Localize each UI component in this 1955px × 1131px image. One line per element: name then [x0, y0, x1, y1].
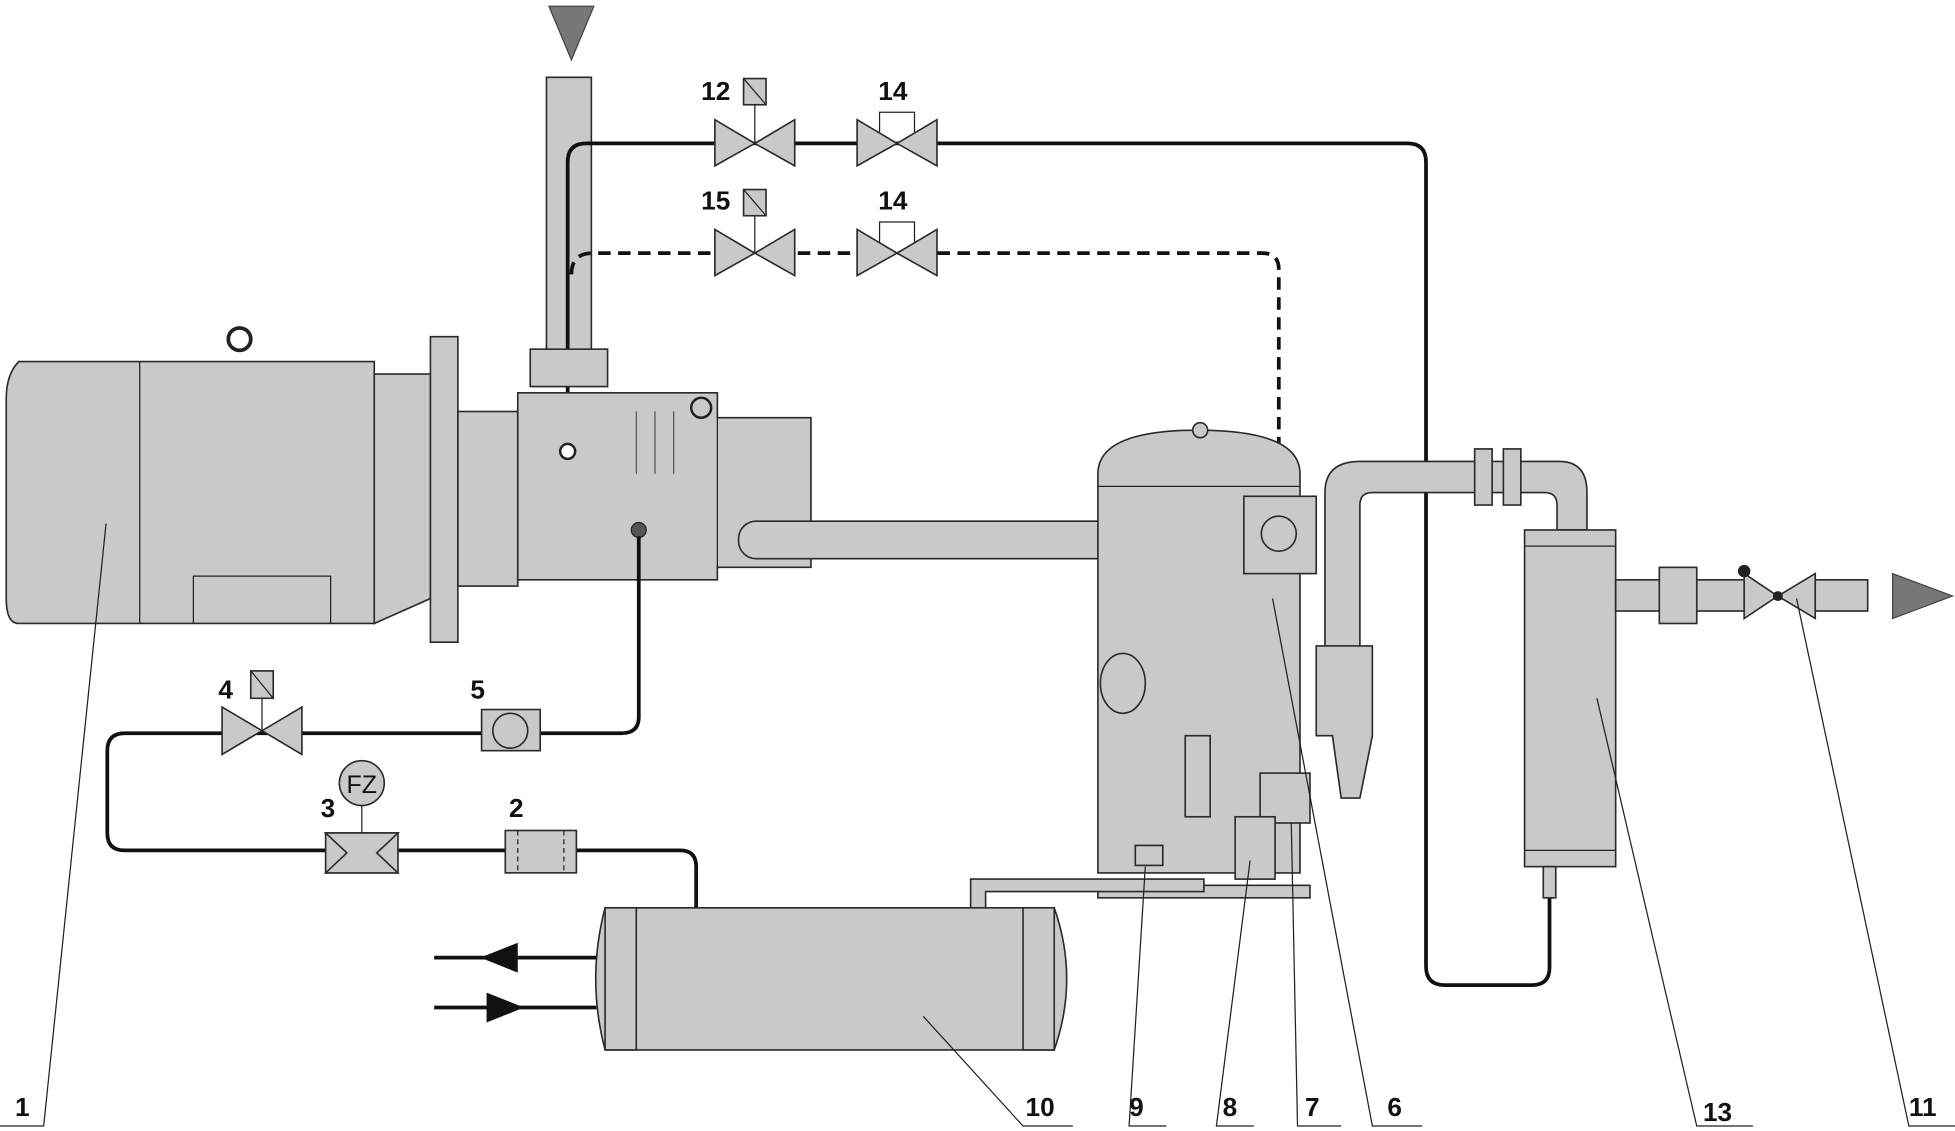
- filter-2: [504, 829, 578, 874]
- label-12: 12: [701, 76, 730, 106]
- solenoid-valve-12: [714, 77, 796, 168]
- label-13: 13: [1703, 1097, 1732, 1127]
- label-15: 15: [701, 185, 730, 215]
- solenoid-valve-4: [221, 670, 303, 756]
- coupling-flange: [429, 335, 459, 643]
- label-5: 5: [470, 674, 485, 704]
- solenoid-valve-15: [714, 188, 796, 277]
- pipe-flange: [1502, 448, 1522, 506]
- check-valve-14-top: [856, 111, 938, 168]
- oil-separator: [1097, 421, 1318, 899]
- oil-line: [105, 536, 699, 911]
- leader-lines: [0, 523, 1955, 1127]
- fz-label: FZ: [347, 771, 377, 799]
- label-8: 8: [1223, 1092, 1238, 1122]
- label-3: 3: [321, 793, 336, 823]
- label-4: 4: [218, 674, 233, 704]
- label-7: 7: [1305, 1092, 1320, 1122]
- label-11: 11: [1909, 1092, 1937, 1122]
- check-valve-14-mid: [856, 221, 938, 277]
- pipe-flange: [1473, 448, 1493, 506]
- check-valve-11: [1737, 564, 1869, 621]
- injection-line: [565, 141, 1552, 987]
- screw-compressor: [516, 348, 812, 581]
- oil-cooler: [434, 906, 1068, 1051]
- label-14-mid: 14: [878, 185, 908, 215]
- label-2: 2: [509, 793, 524, 823]
- label-10: 10: [1026, 1092, 1055, 1122]
- label-1: 1: [15, 1092, 30, 1122]
- label-6: 6: [1387, 1092, 1402, 1122]
- sight-glass-5: [480, 708, 542, 752]
- separator-valve: [1315, 645, 1374, 799]
- flow-switch-3: FZ: [323, 759, 401, 874]
- coupling-housing: [457, 410, 519, 587]
- suction-inlet-arrow: [548, 5, 595, 62]
- discharge-outlet-arrow: [1891, 572, 1955, 620]
- label-9: 9: [1129, 1092, 1144, 1122]
- return-line-dashed: [569, 251, 1281, 489]
- heat-exchanger: [1523, 529, 1748, 899]
- label-14-top: 14: [878, 76, 908, 106]
- electric-motor: [5, 326, 432, 625]
